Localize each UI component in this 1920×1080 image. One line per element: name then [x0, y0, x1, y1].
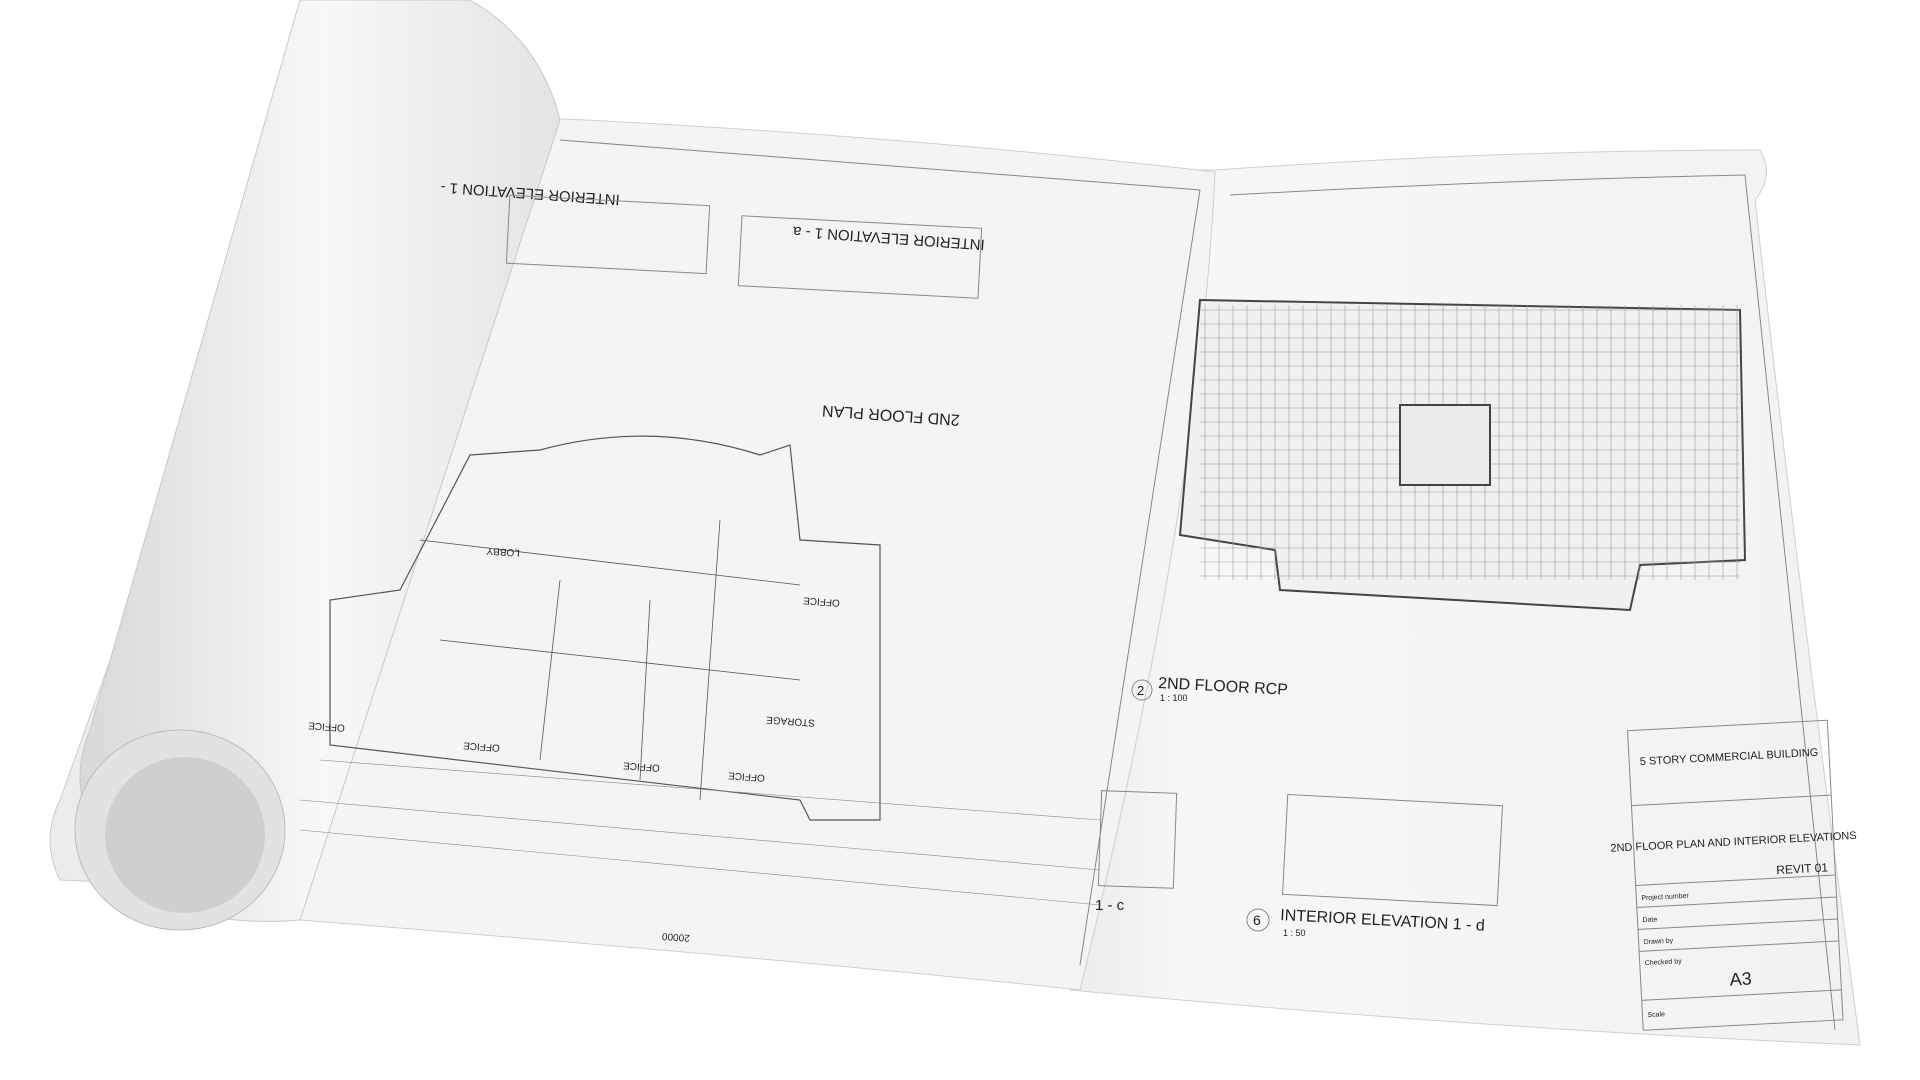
project-number: REVIT 01 — [1776, 860, 1829, 877]
scale-label: Scale — [1647, 1011, 1665, 1019]
room-office: OFFICE — [463, 739, 501, 753]
project-number-label: Project number — [1641, 893, 1689, 903]
room-office: OFFICE — [728, 769, 766, 783]
checked-by-label: Checked by — [1645, 958, 1683, 967]
room-lobby: LOBBY — [486, 545, 520, 558]
drawn-by-label: Drawn by — [1643, 938, 1673, 947]
left-sheet — [299, 117, 1216, 991]
room-office: OFFICE — [803, 594, 841, 608]
view-number-6: 6 — [1253, 912, 1261, 928]
sheet-number: A3 — [1729, 969, 1752, 990]
rcp-drawing — [1178, 298, 1747, 612]
date-label: Date — [1642, 916, 1657, 924]
view-scale-2: 1 : 100 — [1160, 693, 1188, 703]
view-title-2: 2ND FLOOR RCP — [1158, 675, 1289, 699]
room-storage: STORAGE — [766, 714, 816, 728]
room-office: OFFICE — [308, 719, 346, 733]
room-office: OFFICE — [623, 759, 661, 773]
view-number-2: 2 — [1137, 683, 1144, 698]
view-title-1c: 1 - c — [1095, 897, 1125, 914]
floor-plan-drawing — [299, 435, 1101, 906]
dimension: 20000 — [661, 930, 690, 943]
view-scale-6: 1 : 50 — [1283, 928, 1306, 938]
